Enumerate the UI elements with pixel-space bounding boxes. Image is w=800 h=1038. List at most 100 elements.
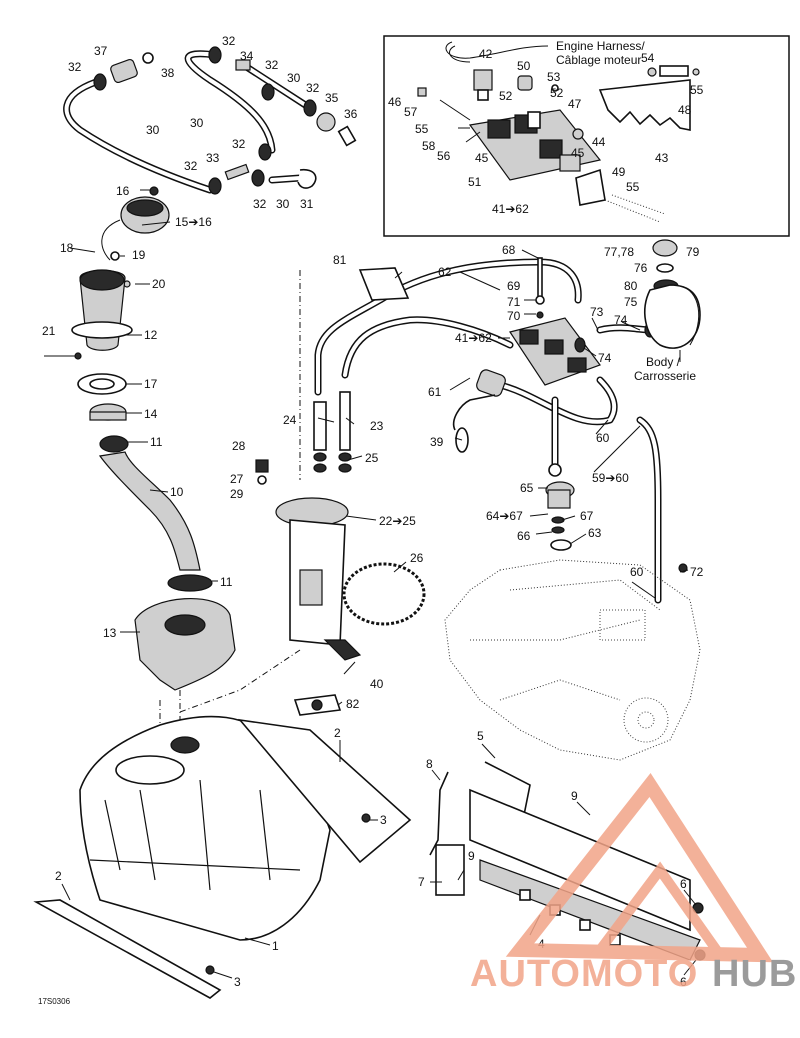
callout-41-62: 41➔62: [492, 202, 529, 216]
callout-33: 33: [206, 151, 220, 165]
callout-15-16: 15➔16: [175, 215, 212, 229]
callout-38: 38: [161, 66, 175, 80]
callout-80: 80: [624, 279, 638, 293]
elbow-36: [337, 125, 357, 147]
callout-55b: 55: [415, 122, 429, 136]
callout-58: 58: [422, 139, 436, 153]
valve-37: [110, 58, 138, 84]
callout-79: 79: [686, 245, 700, 259]
float-40: [323, 639, 362, 661]
engine: [444, 559, 701, 761]
callout-39: 39: [430, 435, 444, 449]
tether-19: [110, 251, 120, 261]
callout-18: 18: [60, 241, 74, 255]
callout-27: 27: [230, 472, 244, 486]
callout-32f: 32: [184, 159, 198, 173]
callout-74a: 74: [614, 313, 628, 327]
callout-65: 65: [520, 481, 534, 495]
watermark: AUTOMOTO HUB: [470, 772, 797, 995]
washer-29: [257, 475, 267, 485]
callout-31: 31: [300, 197, 314, 211]
screw-3a: [361, 813, 371, 823]
screw-6a: [692, 902, 704, 914]
callout-14: 14: [144, 407, 158, 421]
callout-17: 17: [144, 377, 158, 391]
callout-49: 49: [612, 165, 626, 179]
callout-26: 26: [410, 551, 424, 565]
callout-71: 71: [507, 295, 521, 309]
clamp-32e: [258, 143, 272, 161]
fitting-34: [235, 59, 251, 71]
callout-74b: 74: [598, 351, 612, 365]
callout-52b: 52: [550, 86, 564, 100]
connector-42: [473, 69, 493, 101]
callout-13: 13: [103, 626, 117, 640]
callout-2b: 2: [55, 869, 62, 883]
oring-63: [550, 539, 572, 551]
callout-24: 24: [283, 413, 297, 427]
heat-shield-2a: [238, 718, 412, 864]
callout-20: 20: [152, 277, 166, 291]
callout-3a: 3: [380, 813, 387, 827]
clamp-31: [297, 168, 317, 189]
callout-70: 70: [507, 309, 521, 323]
gasket-16: [149, 186, 159, 196]
callout-77-78: 77,78: [604, 245, 634, 259]
drain-21: [74, 352, 82, 360]
callout-2a: 2: [334, 726, 341, 740]
callout-72: 72: [690, 565, 704, 579]
clamp-32d: [303, 99, 317, 117]
tee-33: [224, 163, 250, 181]
callout-42: 42: [479, 47, 493, 61]
reservoir-assembly: [644, 239, 701, 362]
callout-55: 55: [690, 83, 704, 97]
clamp-11a: [99, 435, 129, 453]
callout-75: 75: [624, 295, 638, 309]
callout-30c: 30: [146, 123, 160, 137]
callout-32c: 32: [265, 58, 279, 72]
body-label-fr: Carrosserie: [634, 369, 696, 383]
fuel-rail-inset: [468, 109, 602, 181]
screw-3b: [205, 965, 215, 975]
filler-hose-10: [98, 451, 201, 571]
main-fuel-lines: [314, 257, 662, 604]
callout-52: 52: [499, 89, 513, 103]
clamp-32g: [251, 169, 265, 187]
fuel-cap-assembly: [44, 186, 236, 691]
callout-60b: 60: [630, 565, 644, 579]
watermark-hub: HUB: [712, 953, 797, 995]
oring-70: [536, 311, 544, 319]
callout-37: 37: [94, 44, 108, 58]
callout-11b: 11: [220, 575, 233, 589]
oring-65: [548, 463, 562, 477]
callout-81: 81: [333, 253, 347, 267]
oring-53: [551, 84, 559, 92]
vent-hoses: [63, 46, 357, 195]
callout-21: 21: [42, 324, 56, 338]
callout-3b: 3: [234, 975, 241, 989]
clamp-11b: [167, 574, 213, 592]
screw-54: [647, 67, 657, 77]
callout-44: 44: [592, 135, 606, 149]
callout-23: 23: [370, 419, 384, 433]
fitting-44: [572, 128, 584, 140]
callout-12: 12: [144, 328, 158, 342]
callout-45b: 45: [475, 151, 489, 165]
gasket-26: [342, 562, 426, 626]
callout-28: 28: [232, 439, 246, 453]
callout-30a: 30: [287, 71, 301, 85]
bracket-81: [358, 267, 410, 301]
bracket-7: [435, 844, 465, 896]
callout-19: 19: [132, 248, 146, 262]
callout-16: 16: [116, 184, 130, 198]
callout-22-25: 22➔25: [379, 514, 416, 528]
callouts: 37 32 38 32 34 32 30 32 35 36 30 30 32 3…: [38, 34, 704, 1006]
callout-7: 7: [418, 875, 425, 889]
fitting-38: [142, 52, 154, 64]
heat-shield-2b: [33, 899, 222, 999]
callout-59-60: 59➔60: [592, 471, 629, 485]
callout-32e: 32: [232, 137, 246, 151]
callout-82: 82: [346, 697, 360, 711]
callout-32b: 32: [222, 34, 236, 48]
